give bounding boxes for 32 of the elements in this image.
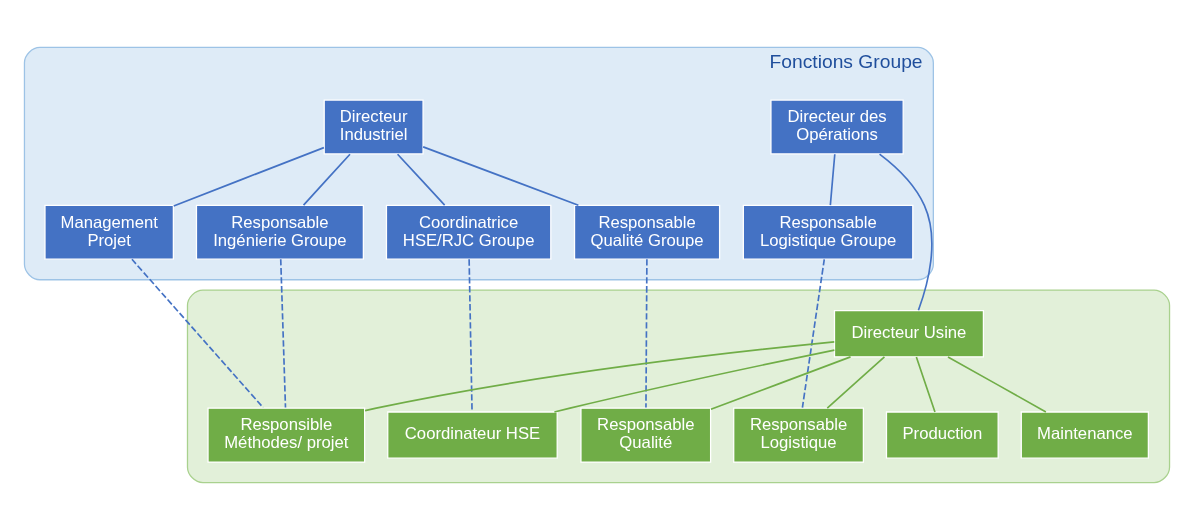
connector [829,153,836,206]
node-box: Responsable Logistique [733,407,864,463]
node-box: Responsible Méthodes/ projet [207,407,366,463]
connector [826,356,886,409]
connector [915,356,936,413]
connector [364,341,836,412]
connector [645,258,648,409]
connector [172,146,325,207]
connector [279,258,287,409]
node-box: Responsable Ingénierie Groupe [195,204,364,260]
connector [468,258,473,413]
connector [131,258,264,409]
connector [801,258,826,409]
connector [422,146,580,206]
cluster [186,289,1171,484]
connector [947,356,1047,413]
node-box: Responsable Logistique Groupe [742,204,914,260]
node-box: Coordinateur HSE [387,411,558,459]
connector [553,349,836,413]
connector [710,356,852,411]
node-box: Coordinatrice HSE/RJC Groupe [385,204,552,260]
connector [396,153,446,206]
node-box: Directeur Usine [833,309,985,358]
connector [302,153,351,206]
connector [878,153,933,312]
node-box: Production [885,411,999,459]
node-box: Directeur Industriel [323,99,424,155]
node-box: Responsable Qualité Groupe [573,204,721,260]
node-box: Directeur des Opérations [770,99,904,155]
node-box: Responsable Qualité [580,407,712,463]
node-box: Maintenance [1020,411,1149,459]
node-box: Management Projet [44,204,174,260]
